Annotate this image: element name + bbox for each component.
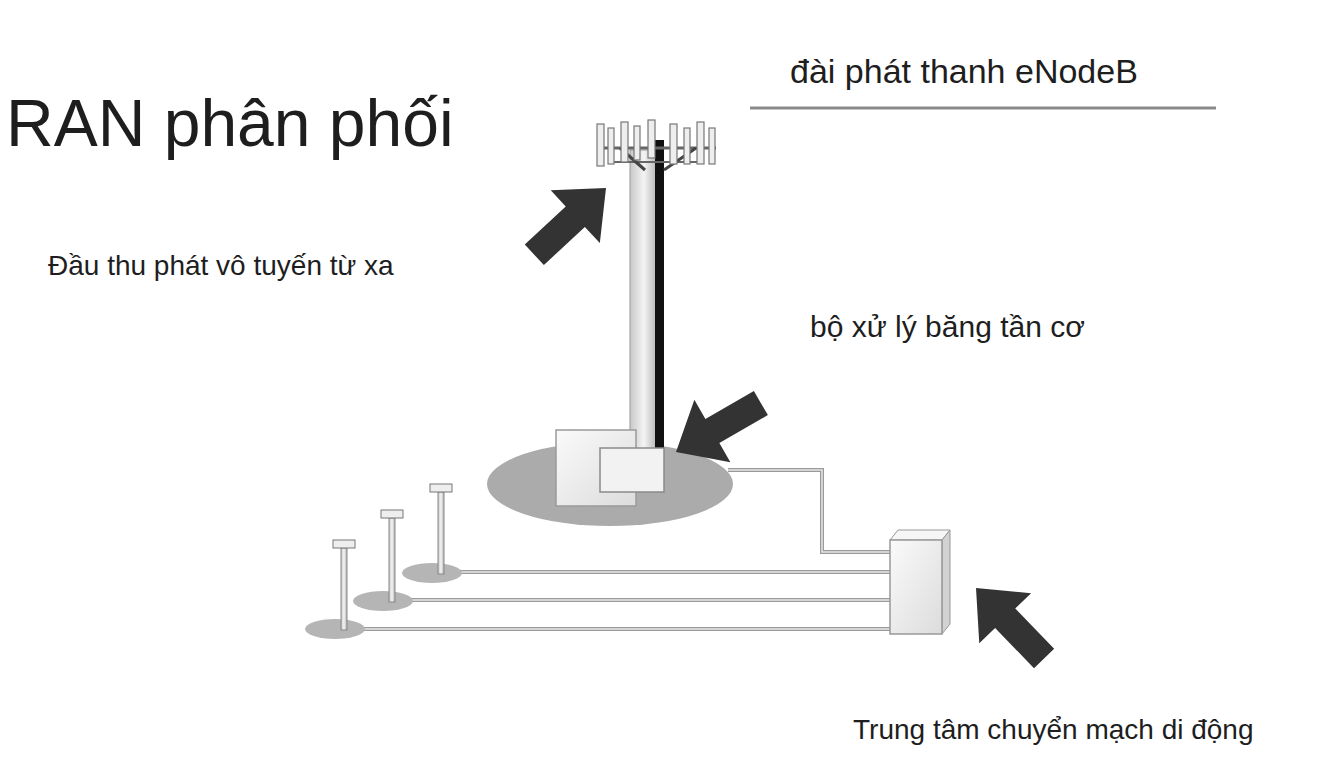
heading-label: đài phát thanh eNodeB bbox=[790, 52, 1138, 91]
diagram-title: RAN phân phối bbox=[6, 86, 454, 162]
heading-rule bbox=[750, 107, 1216, 110]
callout-label: bộ xử lý băng tần cơ bbox=[810, 310, 1085, 345]
callout-label: Đầu thu phát vô tuyến từ xa bbox=[48, 250, 394, 282]
remote-radio-towers bbox=[305, 484, 462, 639]
callout-label: Trung tâm chuyển mạch di động bbox=[853, 714, 1254, 746]
switching-center-box bbox=[890, 530, 950, 634]
baseband-unit bbox=[556, 430, 664, 506]
callout-arrows bbox=[510, 162, 1070, 684]
